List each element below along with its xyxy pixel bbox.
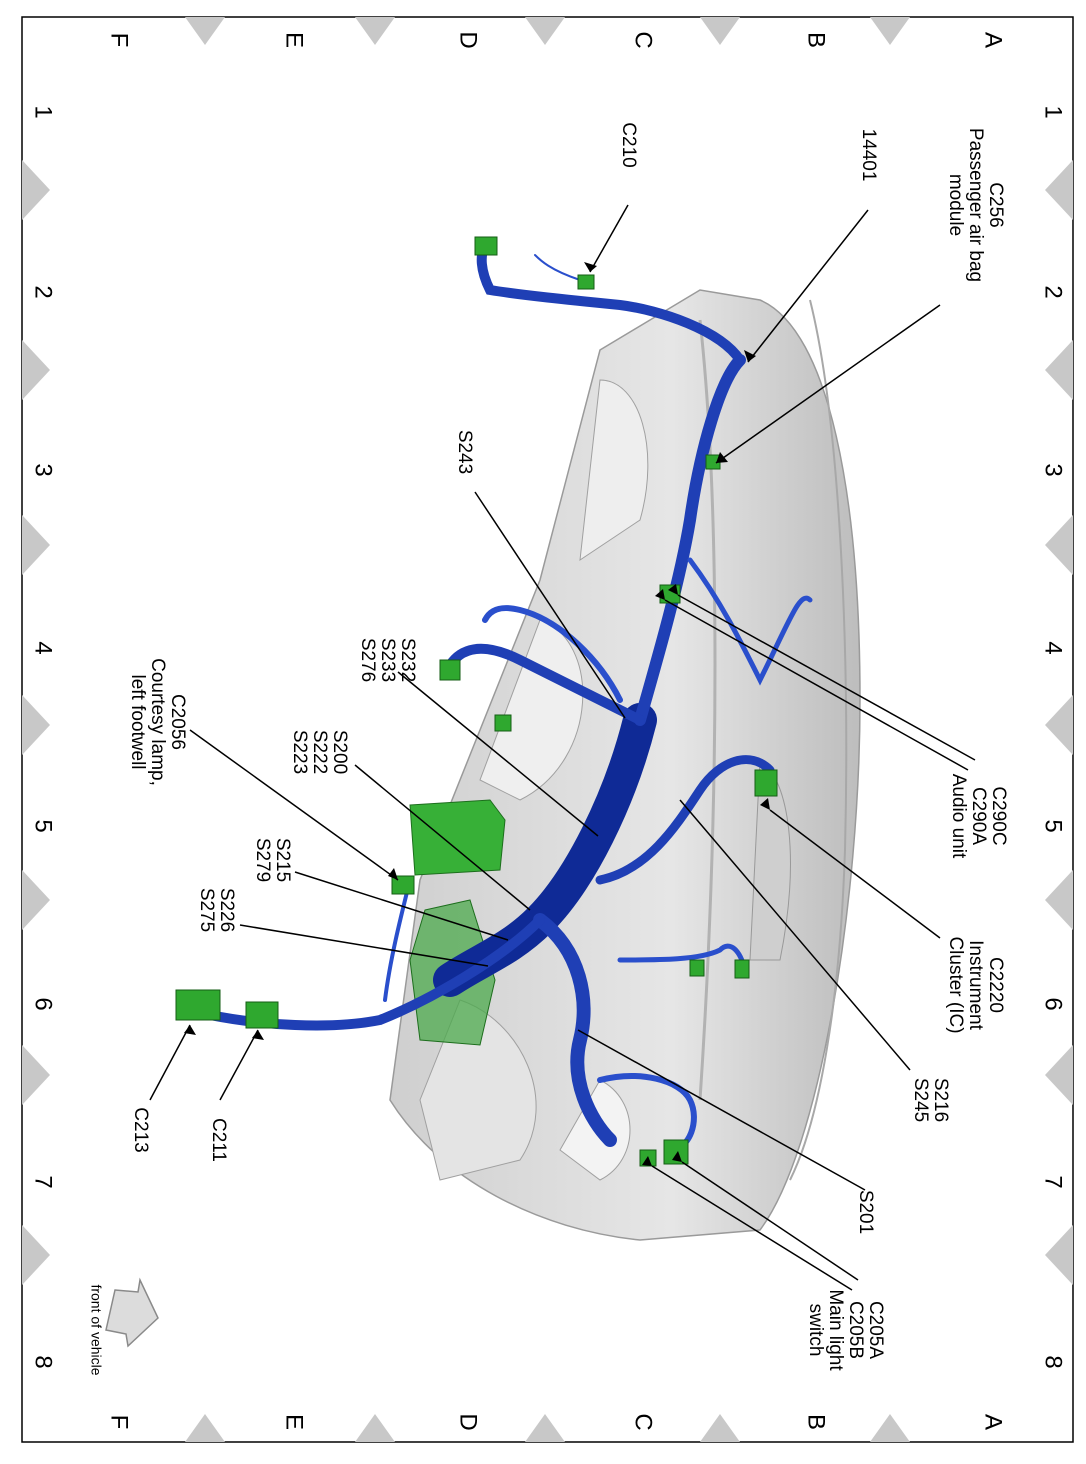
grid-col-label-right: 4 (1040, 641, 1067, 654)
label-c210-line: C210 (618, 122, 639, 167)
connector-c210 (577, 274, 595, 290)
label-s216-line: S245 (910, 1078, 931, 1122)
label-s215-line: S215 (272, 838, 293, 882)
grid-col-label-right: 2 (1040, 285, 1067, 298)
label-c256-line: C256 (985, 182, 1006, 227)
connector-misc-3 (734, 959, 750, 979)
grid-row-label-top: C (630, 31, 657, 48)
grid-col-label-left: 8 (30, 1355, 57, 1368)
grid-row-label-top: D (455, 31, 482, 48)
label-l14401-line: 14401 (858, 129, 879, 182)
connector-misc-4 (689, 959, 705, 977)
grid-col-label-right: 8 (1040, 1355, 1067, 1368)
label-s232-line: S232 (397, 638, 418, 682)
label-s226-line: S275 (196, 888, 217, 932)
connector-c2220 (754, 769, 778, 797)
label-c211-line: C211 (208, 1118, 229, 1162)
leader-lines (149, 204, 976, 1291)
label-s226-line: S226 (216, 888, 237, 932)
label-c205-line: switch (805, 1304, 826, 1357)
label-s201-line: S201 (855, 1190, 876, 1234)
grid-row-label-top: E (281, 32, 308, 48)
grid-row-label-bottom: F (106, 1415, 133, 1430)
grid-col-labels-right: 1 2 3 4 5 6 7 8 (1040, 105, 1067, 1368)
connector-misc-1 (439, 659, 461, 681)
label-c290-line: Audio unit (948, 774, 969, 859)
label-c290-line: C290C (988, 786, 1009, 845)
grid-row-labels-top: A B C D E F (106, 31, 1007, 48)
grid-col-label-left: 5 (30, 819, 57, 832)
label-s215-line: S279 (252, 838, 273, 882)
label-s216-line: S216 (930, 1078, 951, 1122)
label-c2220-line: Instrument (965, 940, 986, 1030)
connector-c213 (175, 989, 221, 1021)
grid-row-label-bottom: D (455, 1413, 482, 1430)
label-c2056-line: C2056 (167, 694, 188, 750)
label-c213-line: C213 (130, 1107, 151, 1152)
connector-c211 (245, 1001, 279, 1029)
grid-row-label-bottom: E (281, 1414, 308, 1430)
grid-row-label-bottom: C (630, 1413, 657, 1430)
connector-misc-2 (494, 714, 512, 732)
grid-row-label-top: A (980, 32, 1007, 48)
label-s200-line: S200 (329, 730, 350, 774)
grid-col-label-right: 7 (1040, 1175, 1067, 1188)
grid-row-labels-bottom: A B C D E F (106, 1413, 1007, 1430)
grid-col-label-left: 1 (30, 105, 57, 118)
label-c205-line: C205A (865, 1301, 886, 1359)
grid-col-label-left: 7 (30, 1175, 57, 1188)
label-s232-line: S233 (377, 638, 398, 682)
label-s200-line: S222 (309, 730, 330, 774)
label-c290-line: C290A (968, 787, 989, 845)
label-c2056-line: Courtesy lamp, (147, 658, 168, 786)
border-markers (22, 17, 1073, 1442)
leader-arrowheads (184, 262, 770, 1166)
front-arrow-icon (105, 1277, 159, 1348)
label-c205-line: Main light (825, 1289, 846, 1371)
label-c256-line: module (945, 174, 966, 236)
grid-col-label-right: 3 (1040, 463, 1067, 476)
grid-col-label-right: 6 (1040, 997, 1067, 1010)
grid-col-labels-left: 1 2 3 4 5 6 7 8 (30, 105, 57, 1368)
grid-col-label-left: 3 (30, 463, 57, 476)
label-c2220-line: Cluster (IC) (945, 936, 966, 1033)
grid-row-label-bottom: B (803, 1414, 830, 1430)
grid-row-label-bottom: A (980, 1414, 1007, 1430)
grid-row-label-top: B (803, 32, 830, 48)
grid-col-label-right: 5 (1040, 819, 1067, 832)
label-s200-line: S223 (289, 730, 310, 774)
label-c256-line: Passenger air bag (965, 128, 986, 282)
grid-row-label-top: F (106, 33, 133, 48)
label-c2220-line: C2220 (985, 957, 1006, 1013)
grid-col-label-left: 2 (30, 285, 57, 298)
label-c2056-line: left footwell (127, 674, 148, 769)
label-s243-line: S243 (454, 430, 475, 474)
connector-14401-end (474, 236, 498, 256)
grid-col-label-left: 4 (30, 641, 57, 654)
label-front-line: front of vehicle (88, 1284, 104, 1375)
label-s232-line: S276 (357, 638, 378, 682)
grid-col-label-left: 6 (30, 997, 57, 1010)
grid-col-label-right: 1 (1040, 105, 1067, 118)
label-c205-line: C205B (845, 1301, 866, 1359)
